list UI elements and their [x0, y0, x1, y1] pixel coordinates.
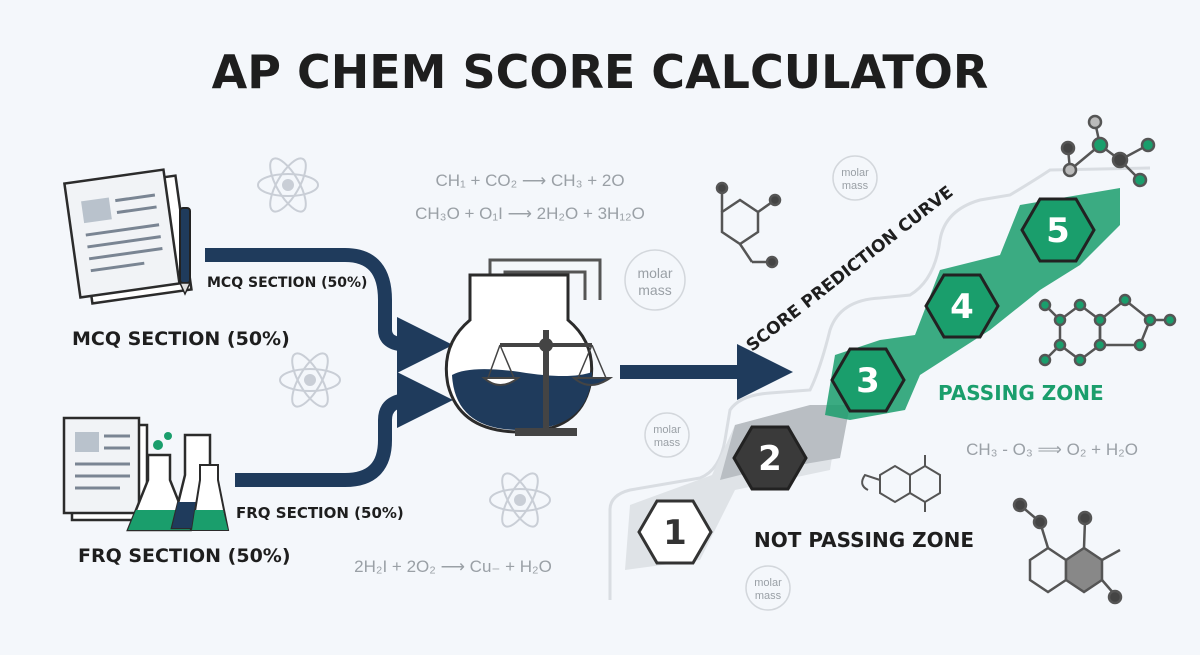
score-hex-3: 3: [830, 347, 906, 413]
svg-text:2: 2: [758, 439, 782, 479]
molecule-icon: [715, 181, 782, 269]
score-hex-1: 1: [637, 499, 713, 565]
equation-1: CH₁ + CO₂ ⟶ CH₃ + 2O: [435, 171, 624, 190]
svg-text:molar: molar: [754, 577, 782, 589]
score-hex-5: 5: [1020, 197, 1096, 263]
page-title: AP CHEM SCORE CALCULATOR: [212, 45, 989, 99]
atom-icon: [257, 152, 319, 218]
svg-text:3: 3: [856, 361, 880, 401]
frq-arrow-label: FRQ SECTION (50%): [236, 504, 404, 522]
svg-text:mass: mass: [654, 437, 681, 449]
equation-3: CH₃ - O₃ ⟹ O₂ + H₂O: [966, 440, 1138, 459]
molecule-icon: [861, 455, 941, 512]
frq-document-icon: [62, 416, 149, 522]
mcq-section-label: MCQ SECTION (50%): [72, 328, 290, 350]
svg-text:mass: mass: [842, 180, 869, 192]
mcq-arrow-label: MCQ SECTION (50%): [207, 275, 367, 291]
passing-zone-label: PASSING ZONE: [938, 381, 1104, 405]
molecule-icon: [1038, 293, 1177, 367]
flask-icon: [126, 432, 230, 532]
mcq-arrow: [205, 248, 453, 373]
frq-arrow: [235, 372, 453, 487]
atom-icon: [279, 347, 341, 413]
molar-mass-badge: molar mass: [832, 155, 878, 201]
molar-mass-badge: molar mass: [745, 565, 791, 611]
atom-icon: [489, 467, 551, 533]
svg-text:5: 5: [1046, 211, 1070, 251]
svg-text:molar: molar: [841, 167, 869, 179]
svg-text:molar: molar: [653, 424, 681, 436]
equation-4: 2H₂I + 2O₂ ⟶ Cu₋ + H₂O: [354, 557, 552, 576]
flask-balance-icon: [444, 258, 614, 436]
molecule-icon: [1012, 497, 1123, 605]
svg-text:4: 4: [950, 287, 974, 327]
molecule-icon: [1060, 114, 1156, 188]
molar-mass-badge: molar mass: [624, 249, 686, 311]
mcq-document-icon: [63, 168, 193, 305]
molar-mass-badge: molar mass: [644, 412, 690, 458]
not-passing-zone-label: NOT PASSING ZONE: [754, 528, 974, 552]
svg-text:molar: molar: [637, 265, 672, 281]
score-hex-2: 2: [732, 425, 808, 491]
frq-section-label: FRQ SECTION (50%): [78, 545, 291, 567]
svg-text:1: 1: [663, 513, 687, 553]
score-hex-4: 4: [924, 273, 1000, 339]
svg-text:mass: mass: [638, 282, 671, 298]
svg-text:mass: mass: [755, 590, 782, 602]
equation-2: CH₃O + O₁I ⟶ 2H₂O + 3H₁₂O: [415, 204, 645, 223]
